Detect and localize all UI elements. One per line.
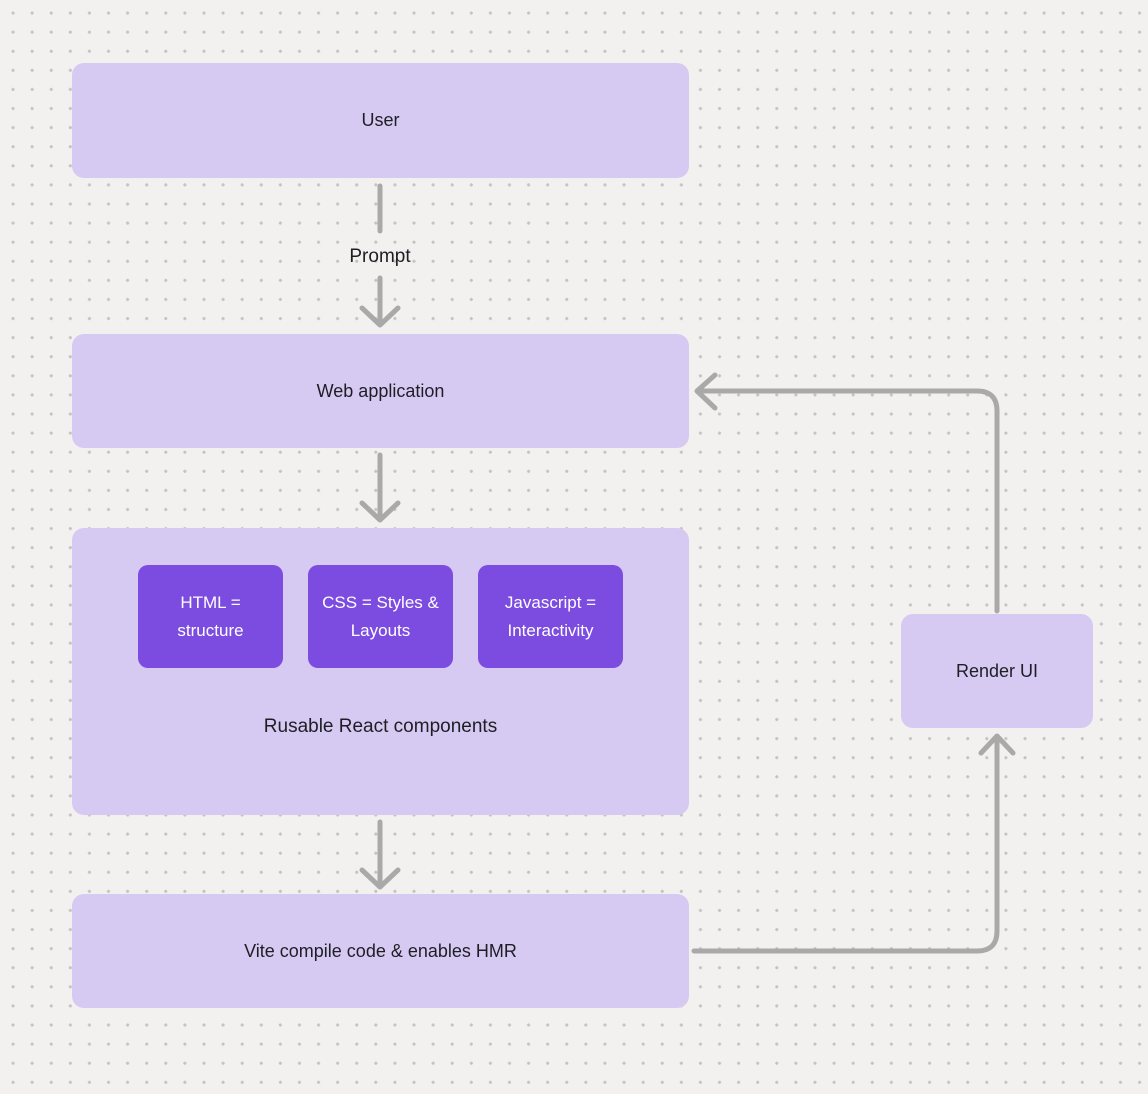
- chip-css-label: CSS = Styles & Layouts: [322, 592, 439, 640]
- edge-segment: [691, 739, 1000, 954]
- node-web-application[interactable]: Web application: [72, 334, 689, 448]
- node-user-label: User: [361, 110, 400, 130]
- arrowhead-up: [978, 733, 1016, 756]
- edge-user-to-web-application[interactable]: [359, 183, 401, 328]
- edge-label-prompt: Prompt: [349, 246, 411, 267]
- edge-web-application-to-components[interactable]: [359, 452, 401, 523]
- node-user[interactable]: User: [72, 63, 689, 178]
- node-render-ui[interactable]: Render UI: [901, 614, 1093, 728]
- node-render-ui-label: Render UI: [955, 660, 1039, 681]
- chip-javascript-label: Javascript = Interactivity: [504, 592, 597, 640]
- chip-html[interactable]: HTML = structure: [138, 565, 283, 668]
- arrowhead-down: [359, 305, 401, 328]
- chip-html-label: HTML = structure: [177, 592, 244, 640]
- node-web-application-label: Web application: [316, 380, 445, 401]
- edge-render-ui-to-web-application[interactable]: [694, 372, 1000, 614]
- components-group-caption: Rusable React components: [263, 716, 498, 737]
- chip-javascript[interactable]: Javascript = Interactivity: [478, 565, 623, 668]
- edge-segment: [700, 388, 1000, 614]
- chip-css[interactable]: CSS = Styles & Layouts: [308, 565, 453, 668]
- node-vite-label: Vite compile code & enables HMR: [244, 940, 517, 961]
- edge-vite-to-render-ui[interactable]: [691, 733, 1016, 954]
- arrowhead-left: [694, 372, 718, 411]
- edge-components-to-vite[interactable]: [359, 819, 401, 890]
- arrowhead-down: [359, 867, 401, 890]
- node-components-group[interactable]: HTML = structure CSS = Styles & Layouts …: [72, 528, 689, 815]
- arrowhead-down: [359, 500, 401, 523]
- node-vite[interactable]: Vite compile code & enables HMR: [72, 894, 689, 1008]
- components-chip-row: HTML = structure CSS = Styles & Layouts …: [72, 565, 689, 668]
